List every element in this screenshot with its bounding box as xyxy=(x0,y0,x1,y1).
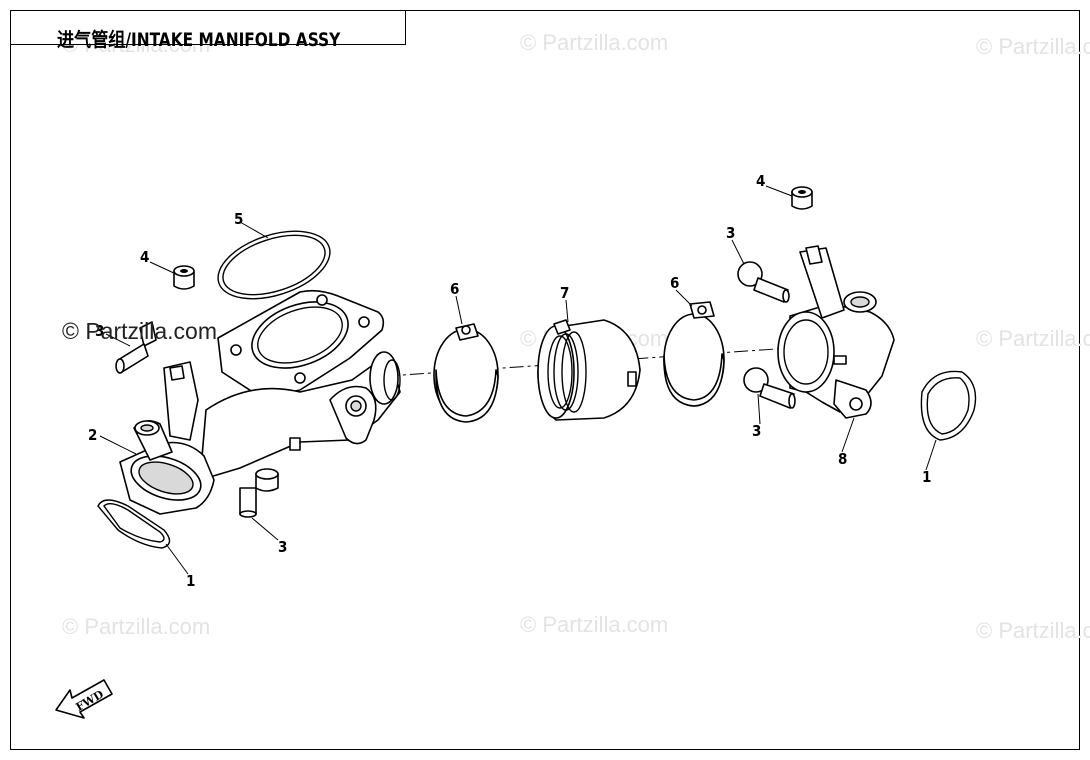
part-2-manifold-body xyxy=(119,289,401,515)
part-3-bolt-bottomleft xyxy=(239,468,279,518)
part-1-gasket-left xyxy=(97,499,171,549)
callout-7: 7 xyxy=(560,284,569,302)
part-1-gasket-right xyxy=(920,370,977,441)
part-3-bolt-bottomright xyxy=(743,367,796,409)
watermark: © Partzilla.com xyxy=(976,618,1090,643)
callout-2: 2 xyxy=(88,426,97,444)
callout-1-right: 1 xyxy=(922,468,931,486)
diagram-frame xyxy=(10,10,1080,750)
callout-3-bottomleft: 3 xyxy=(278,538,287,556)
part-6-clamp-right xyxy=(663,301,725,407)
fwd-arrow-icon: FWD xyxy=(55,679,113,719)
callout-1-left: 1 xyxy=(186,572,195,590)
part-7-intake-boot xyxy=(537,319,641,421)
leader-lines xyxy=(99,185,937,575)
callout-6-right: 6 xyxy=(670,274,679,292)
watermark: © Partzilla.com xyxy=(62,614,211,639)
callout-3-bottomright: 3 xyxy=(752,422,761,440)
callout-3-topleft: 3 xyxy=(95,322,104,340)
page-title: 进气管组/INTAKE MANIFOLD ASSY xyxy=(57,29,341,51)
watermark: © Partzilla.com xyxy=(520,30,669,55)
part-4-nut-right xyxy=(791,186,813,210)
part-3-bolt-topleft xyxy=(115,321,157,374)
callout-6-left: 6 xyxy=(450,280,459,298)
callout-8: 8 xyxy=(838,450,847,468)
watermark-overlay: © Partzilla.com xyxy=(62,318,217,344)
part-6-clamp-left xyxy=(433,323,499,423)
watermark: © Partzilla.com xyxy=(976,326,1090,351)
callout-4-left: 4 xyxy=(140,248,149,266)
part-4-nut-left xyxy=(173,265,195,290)
callout-5: 5 xyxy=(234,210,243,228)
part-8-intake-manifold-right xyxy=(777,245,895,419)
callout-3-topright: 3 xyxy=(726,224,735,242)
part-3-bolt-topright xyxy=(737,261,790,303)
title-box: 进气管组/INTAKE MANIFOLD ASSY xyxy=(10,10,406,51)
watermark: © Partzilla.com xyxy=(976,34,1090,59)
callout-4-right: 4 xyxy=(756,172,765,190)
watermark: © Partzilla.com xyxy=(520,612,669,637)
